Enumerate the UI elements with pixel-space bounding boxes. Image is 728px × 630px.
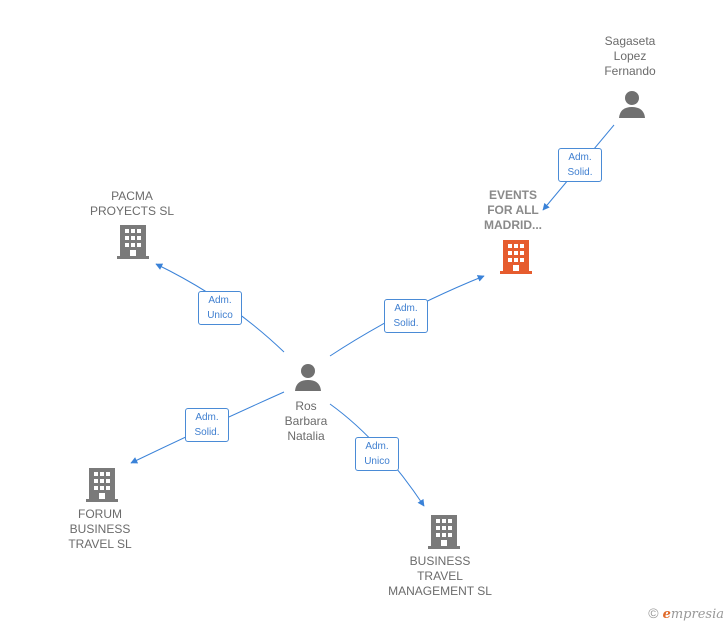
- watermark: ©empresia: [648, 605, 724, 622]
- edge-role-line2: Solid.: [194, 427, 220, 438]
- node-label-btm[interactable]: BUSINESS TRAVEL MANAGEMENT SL: [388, 554, 492, 598]
- node-label-ros[interactable]: Ros Barbara Natalia: [284, 399, 328, 443]
- edge-role-line1: Adm.: [394, 303, 418, 314]
- edge-role-line1: Adm.: [195, 412, 219, 423]
- edge-badge-ros-pacma[interactable]: Adm. Unico: [198, 291, 242, 325]
- edge-role-line1: Adm.: [365, 441, 389, 452]
- edge-badge-ros-events[interactable]: Adm. Solid.: [384, 299, 428, 333]
- node-label-forum[interactable]: FORUM BUSINESS TRAVEL SL: [68, 507, 132, 551]
- edge-role-line2: Unico: [364, 456, 390, 467]
- edge-role-line2: Solid.: [393, 318, 419, 329]
- edge-role-line1: Adm.: [208, 295, 232, 306]
- building-icon[interactable]: [500, 240, 532, 274]
- person-icon[interactable]: [293, 362, 323, 392]
- edge-badge-ros-forum[interactable]: Adm. Solid.: [185, 408, 229, 442]
- node-label-sagaseta[interactable]: Sagaseta Lopez Fernando: [604, 34, 656, 78]
- building-icon[interactable]: [117, 225, 149, 259]
- copyright-symbol: ©: [648, 605, 659, 621]
- edge-role-line2: Unico: [207, 310, 233, 321]
- brand-initial: e: [662, 607, 671, 622]
- edge-role-line1: Adm.: [568, 152, 592, 163]
- brand-name: mpresia: [670, 607, 724, 622]
- node-label-events[interactable]: EVENTS FOR ALL MADRID...: [484, 188, 542, 232]
- building-icon[interactable]: [86, 468, 118, 502]
- edge-badge-sagaseta-events[interactable]: Adm. Solid.: [558, 148, 602, 182]
- building-icon[interactable]: [428, 515, 460, 549]
- edge-role-line2: Solid.: [567, 167, 593, 178]
- edge-badge-ros-btm[interactable]: Adm. Unico: [355, 437, 399, 471]
- node-label-pacma[interactable]: PACMA PROYECTS SL: [89, 189, 175, 218]
- person-icon[interactable]: [617, 89, 647, 119]
